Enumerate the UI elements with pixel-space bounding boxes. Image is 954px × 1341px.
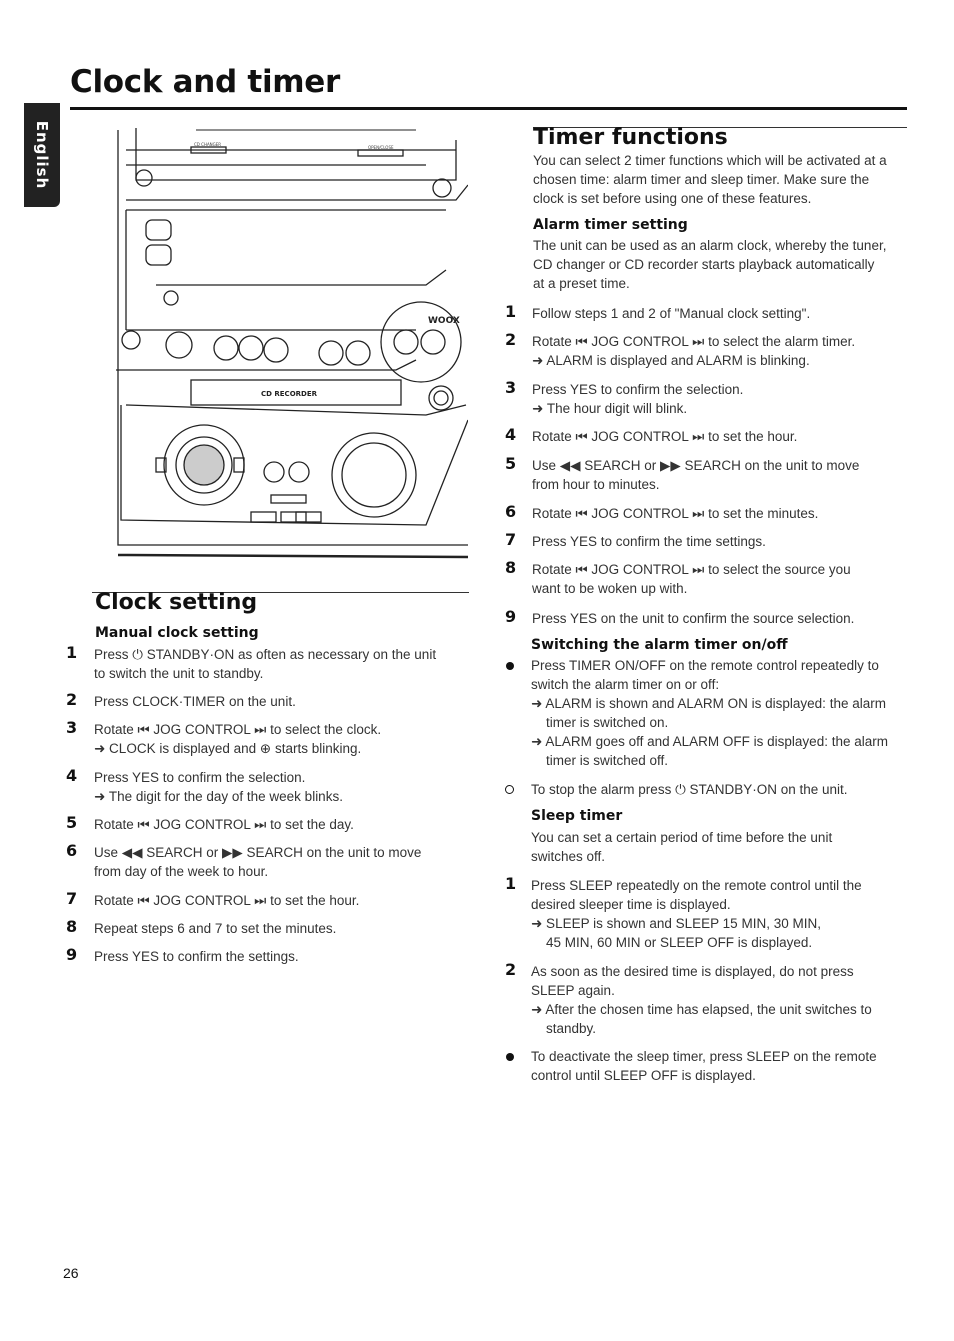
language-tab-label: English [33,120,51,190]
title-rule [70,107,907,110]
device-illustration: WOOX CD RECORDER CD CHANGER OPEN/CLOSE [116,128,468,559]
manual-clock-heading: Manual clock setting [95,625,259,641]
page-title: Clock and timer [70,64,340,100]
page-number: 26 [63,1265,79,1281]
clock-setting-heading: Clock setting [95,590,258,615]
bullet-icon [506,662,514,670]
alarm-timer-heading: Alarm timer setting [533,217,688,233]
cd-changer-label: CD CHANGER [194,142,221,147]
ring-bullet-icon [505,785,514,794]
open-close-label: OPEN/CLOSE [368,145,394,150]
bullet-icon [506,1053,514,1061]
timer-functions-rule [533,127,907,128]
timer-intro: You can select 2 timer functions which w… [533,153,887,206]
cd-recorder-label: CD RECORDER [261,390,318,398]
language-tab: English [24,103,60,207]
sleep-intro: You can set a certain period of time bef… [531,830,833,864]
clock-setting-rule [92,592,469,593]
sleep-timer-heading: Sleep timer [531,808,623,824]
alarm-intro: The unit can be used as an alarm clock, … [533,238,887,291]
switch-alarm-heading: Switching the alarm timer on/off [531,637,788,653]
woox-label: WOOX [428,316,460,326]
timer-functions-heading: Timer functions [533,125,728,150]
